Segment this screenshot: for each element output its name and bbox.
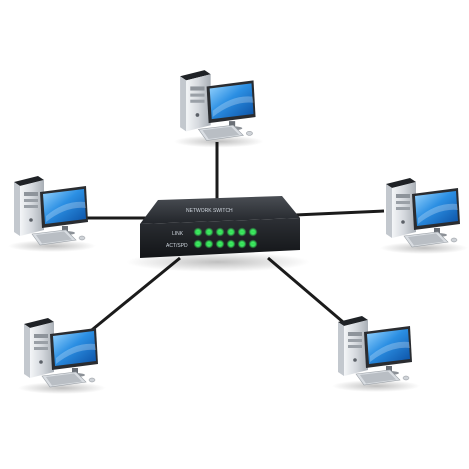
switch-port-led [206, 242, 212, 246]
pc-right [379, 177, 469, 255]
pc-bottom-right [331, 315, 421, 393]
cable-pc-right [294, 209, 385, 217]
switch-port-led [228, 242, 234, 246]
switch-port-led [217, 242, 223, 246]
switch-port-led [206, 230, 212, 234]
switch-row-label-act: ACT/SPD [166, 243, 188, 249]
switch-port-led [228, 230, 234, 234]
switch-port-led [217, 230, 223, 234]
switch-port-led [195, 242, 201, 246]
network-switch: NETWORK SWITCH LINK ACT/SPD [126, 196, 310, 272]
switch-port-led [195, 230, 201, 234]
switch-row-label-link: LINK [172, 231, 184, 237]
switch-port-led [250, 242, 256, 246]
cable-pc-bottom-left [81, 256, 181, 340]
switch-led-array [193, 227, 258, 249]
switch-brand-text: NETWORK SWITCH [186, 208, 233, 214]
switch-port-led [250, 230, 256, 234]
pc-bottom-left [17, 317, 107, 395]
pc-left [7, 175, 97, 253]
pc-top [173, 69, 265, 149]
switch-port-led [239, 230, 245, 234]
switch-port-led [239, 242, 245, 246]
